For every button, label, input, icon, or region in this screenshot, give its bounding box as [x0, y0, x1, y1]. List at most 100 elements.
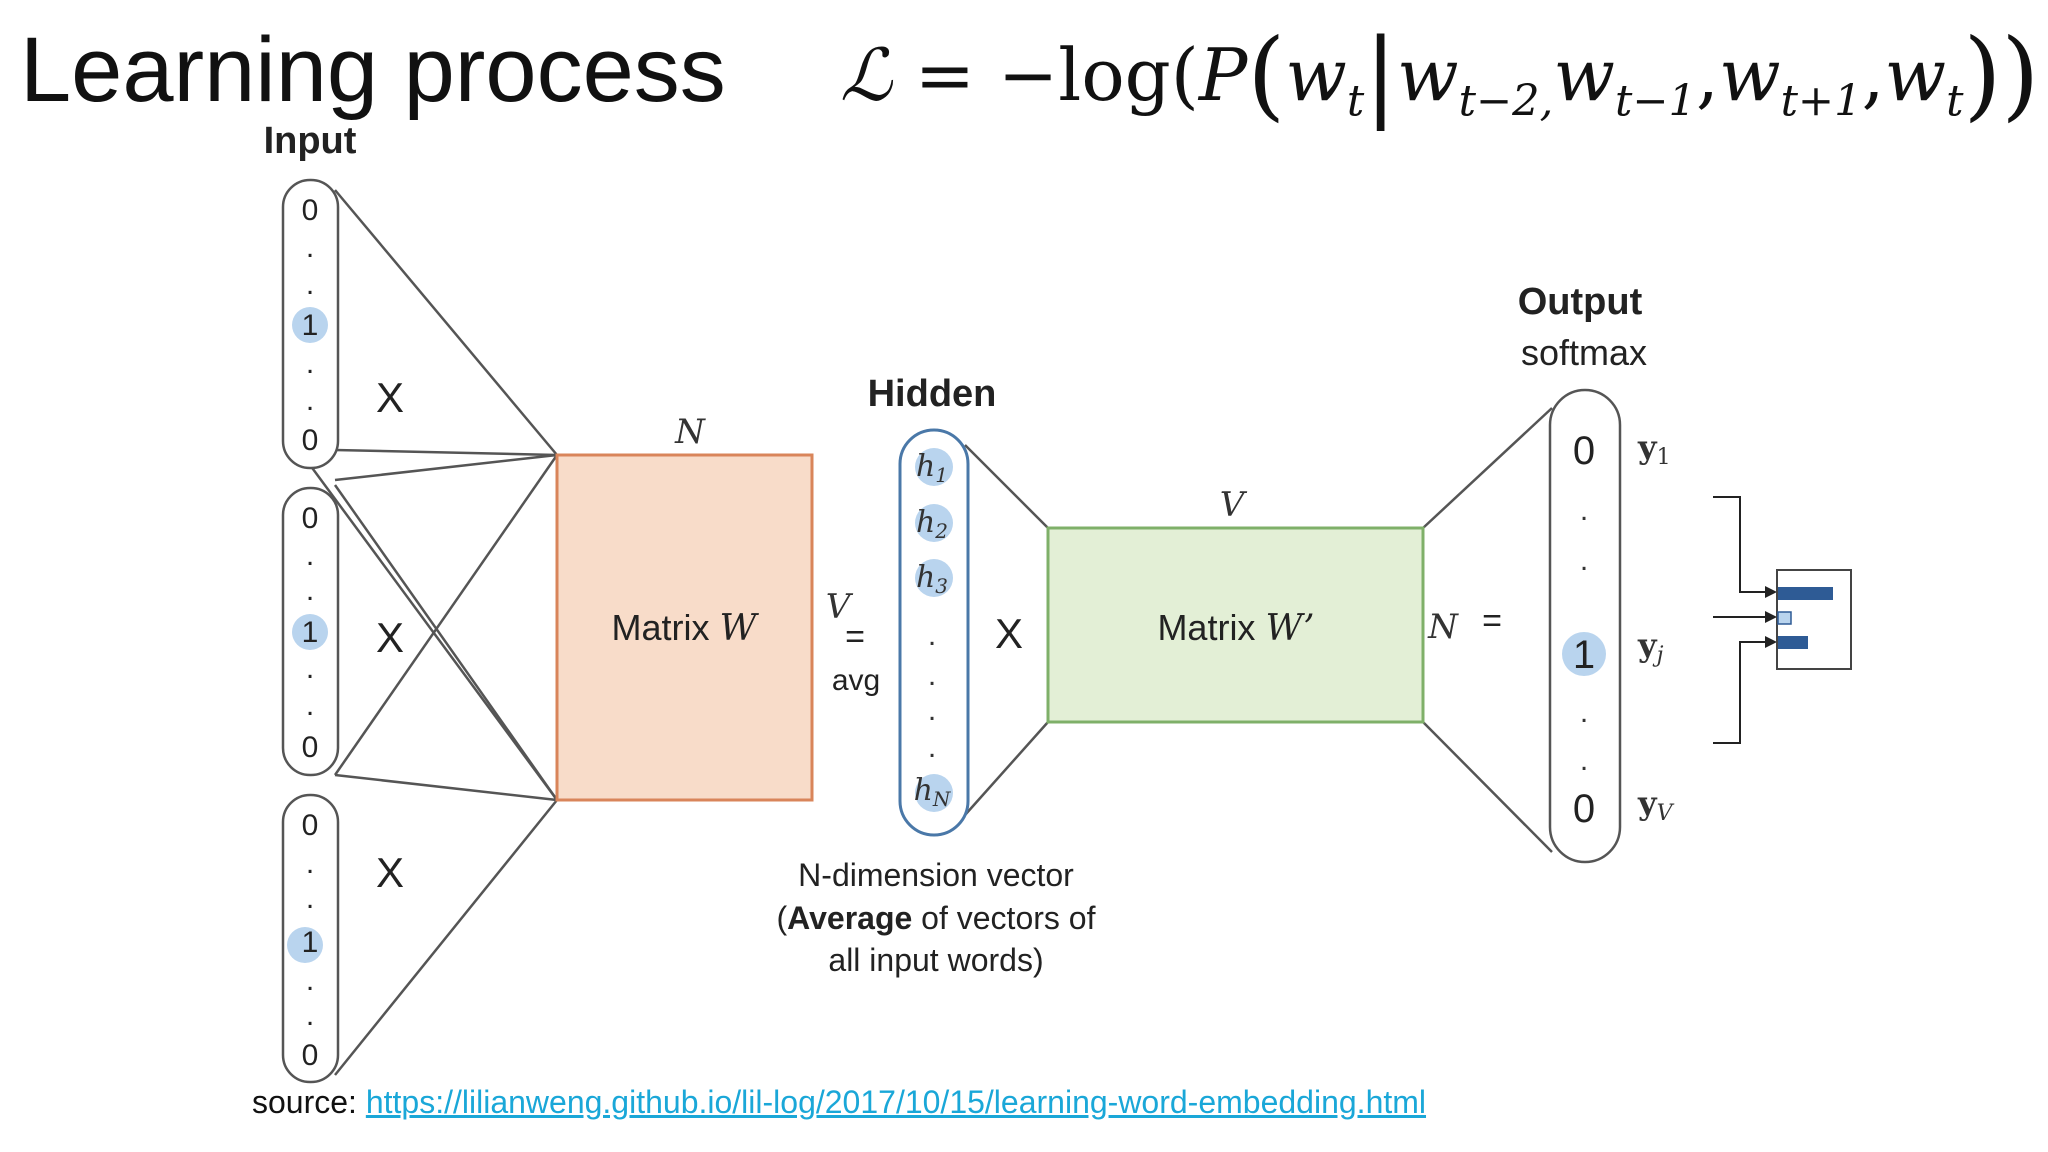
formula-wt: w: [1285, 33, 1347, 118]
avg-label: avg: [832, 664, 880, 697]
output-y-subscript: V: [1657, 801, 1675, 826]
hidden-item-3: h3: [916, 560, 948, 598]
hidden-caption-line-1: N-dimension vector: [798, 857, 1074, 893]
softmax-distribution-icon: [1713, 496, 1852, 744]
matrix-w-prime: Matrix W’ V N: [1046, 485, 1459, 724]
vector-value-mid: 1: [302, 616, 319, 649]
hidden-item-n: hN: [914, 773, 952, 811]
connector-line: [334, 773, 558, 802]
matrix-w-prime-top-dimension: V: [1220, 485, 1248, 525]
source-link[interactable]: https://lilianweng.github.io/lil-log/201…: [365, 1084, 1427, 1120]
matrix-w-prime-label-text: Matrix: [1157, 607, 1265, 648]
vector-value-top: 0: [302, 194, 319, 227]
caption-bold-word: Average: [787, 900, 912, 936]
vector-dot: .: [306, 999, 314, 1032]
vector-dot: .: [306, 539, 314, 572]
vector-dot: .: [928, 659, 936, 692]
connector-line: [334, 189, 558, 456]
formula-wt-sub: t: [1346, 76, 1365, 127]
hidden-item-symbol: h: [914, 773, 933, 808]
input-label: Input: [264, 120, 357, 162]
slide-title: Learning process: [20, 19, 726, 121]
matrix-w-prime-box: [1046, 526, 1425, 724]
output-vector-outline: [1548, 388, 1622, 864]
highlight-circle: [1562, 632, 1606, 676]
vector-dot: .: [306, 882, 314, 915]
hidden-caption-line-3: all input words): [828, 942, 1043, 978]
vector-value-mid: 1: [302, 309, 319, 342]
output-label: Output: [1518, 281, 1643, 323]
vector-value-bottom: 0: [302, 731, 319, 764]
vector-dot: .: [928, 731, 936, 764]
vector-dot: .: [306, 574, 314, 607]
vector-dot: .: [306, 652, 314, 685]
vector-dot: .: [306, 347, 314, 380]
vector-dot: .: [928, 694, 936, 727]
output-y-1: y1: [1637, 428, 1671, 470]
vector-dot: .: [1580, 494, 1588, 527]
source-citation: source: https://lilianweng.github.io/lil…: [252, 1084, 1426, 1121]
highlight-circle: [287, 927, 323, 963]
hidden-label: Hidden: [868, 373, 997, 415]
output-y-subscript: 1: [1657, 445, 1671, 470]
multiply-sign: X: [376, 614, 404, 661]
vector-value-bottom: 0: [302, 1039, 319, 1072]
output-y-symbol: y: [1637, 784, 1658, 822]
hidden-item-symbol: h: [916, 449, 935, 484]
connector-line: [964, 721, 1049, 816]
formula-comma-2: ,: [1861, 33, 1885, 118]
connector-line: [333, 454, 559, 776]
formula-open-paren: (: [1247, 18, 1286, 131]
hidden-item-subscript: 3: [935, 574, 948, 598]
vector-dot: .: [306, 231, 314, 264]
matrix-w-prime-side-dimension: N: [1427, 607, 1459, 647]
equals-sign: =: [1482, 602, 1502, 640]
formula-equals: =: [891, 33, 998, 118]
vector-value-bottom: 0: [302, 424, 319, 457]
loss-symbol: ℒ: [840, 33, 892, 118]
vector-value-top: 0: [302, 502, 319, 535]
highlight-circle: [292, 614, 328, 650]
formula-w4-sub: t: [1946, 76, 1964, 127]
connector-line: [334, 799, 558, 1076]
connector-line: [1422, 407, 1553, 529]
matrix-w-label-text: Matrix: [611, 607, 719, 648]
matrix-w-side-dimension: V: [826, 587, 854, 627]
output-y-symbol: y: [1637, 626, 1658, 664]
input-vector-2: 0 . . 1 . . 0: [281, 486, 340, 777]
formula-minus-log: −log(: [997, 33, 1199, 118]
connector-line: [964, 444, 1049, 529]
multiply-sign: X: [995, 610, 1023, 657]
hidden-item-2: h2: [916, 505, 948, 543]
output-softmax-label: softmax: [1521, 332, 1647, 373]
vector-dot: .: [306, 689, 314, 722]
output-y-j: yj: [1637, 626, 1664, 668]
connector-line: [333, 484, 559, 801]
output-value-top: 0: [1573, 429, 1595, 473]
multiply-sign: X: [376, 849, 404, 896]
vector-dot: .: [1580, 744, 1588, 777]
arrow-head-icon: [1765, 611, 1777, 623]
connector-line: [334, 453, 558, 482]
vector-dot: .: [1580, 544, 1588, 577]
vector-dot: .: [928, 619, 936, 652]
connector-line: [308, 464, 559, 801]
output-y-symbol: y: [1637, 428, 1658, 466]
highlight-circle: [915, 504, 953, 542]
matrix-w-label: Matrix W: [611, 607, 759, 649]
formula-w2-sub: t−1: [1615, 76, 1697, 127]
formula-w4: w: [1884, 33, 1947, 118]
vector-dot: .: [306, 268, 314, 301]
formula-w2: w: [1553, 33, 1616, 118]
hidden-item-subscript: N: [932, 787, 952, 811]
formula-comma-1: ,: [1696, 33, 1719, 118]
caption-open-paren: (: [777, 900, 788, 936]
distribution-bar: [1777, 611, 1792, 625]
loss-formula: ℒ = −log(P(wt|wt−2,wt−1,wt+1,wt)): [840, 18, 2039, 131]
hidden-item-symbol: h: [916, 505, 935, 540]
vector-value-top: 0: [302, 809, 319, 842]
matrix-w-box: [555, 453, 814, 802]
matrix-w-symbol: W: [719, 608, 759, 649]
highlight-circle: [292, 307, 328, 343]
